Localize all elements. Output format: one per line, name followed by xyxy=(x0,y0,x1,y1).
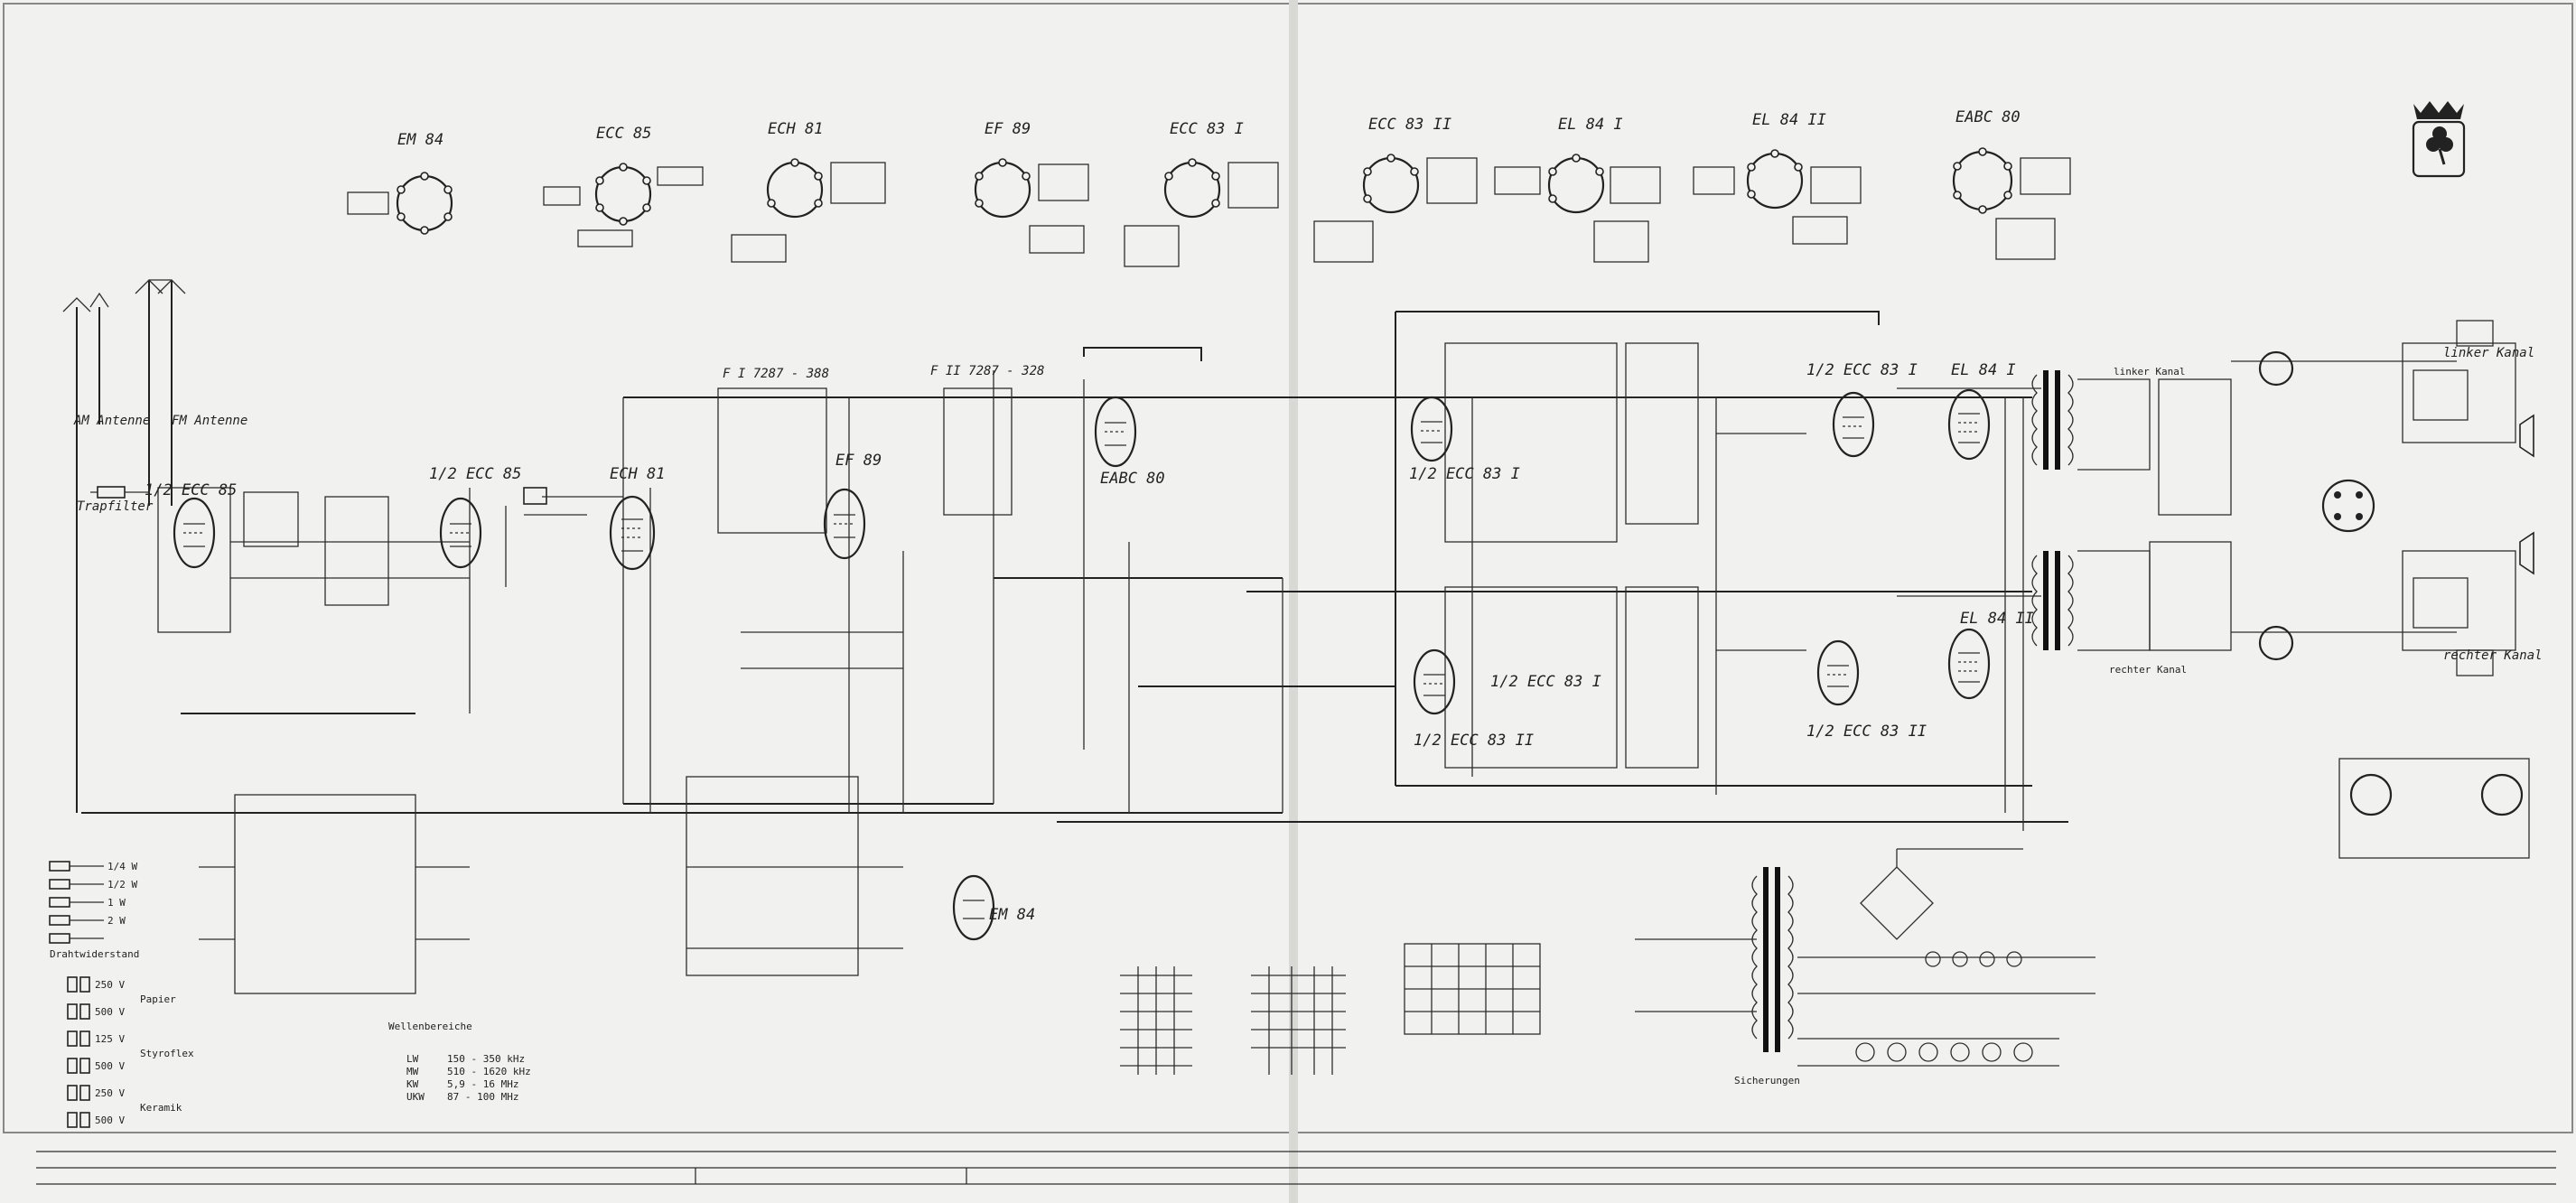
switch-table-3 xyxy=(1404,943,1541,1035)
tube-label-em84: EM 84 xyxy=(989,906,1035,924)
bottom-reference-strip xyxy=(36,1151,2556,1185)
tube-label-ecc83d: 1/2 ECC 83 II xyxy=(1806,723,1927,741)
socket-em84: EM 84 xyxy=(347,131,453,235)
svg-text:EABC 80: EABC 80 xyxy=(1955,108,2021,126)
svg-text:ECC 83 II: ECC 83 II xyxy=(1368,116,1451,134)
tube-label-ef89: EF 89 xyxy=(835,452,882,470)
svg-text:150 - 350 kHz: 150 - 350 kHz xyxy=(447,1053,525,1065)
component-legend: 1/4 W 1/2 W 1 W 2 W Drahtwiderstand 250 … xyxy=(49,861,194,1128)
tube-label-el84a: EL 84 I xyxy=(1951,361,2016,379)
legend-resistor-4: 2 W xyxy=(107,915,126,927)
legend-resistor-3: 1 W xyxy=(107,897,126,909)
pilot-lamps xyxy=(1855,951,2033,1062)
switch-table-2 xyxy=(1251,966,1346,1075)
trapfilter-label: Trapfilter xyxy=(77,499,154,514)
legend-resistor-2: 1/2 W xyxy=(107,879,137,891)
svg-text:500 V: 500 V xyxy=(95,1060,125,1072)
svg-text:EM 84: EM 84 xyxy=(397,131,443,149)
svg-text:EL 84 I: EL 84 I xyxy=(1558,116,1623,134)
tube-label-ech81: ECH 81 xyxy=(610,465,665,483)
svg-text:250 V: 250 V xyxy=(95,979,125,991)
filter1-label: F I 7287 - 388 xyxy=(723,367,829,381)
legend-drahtwiderstand: Drahtwiderstand xyxy=(50,948,139,960)
tube-label-ecc83c: 1/2 ECC 83 I xyxy=(1806,361,1918,379)
svg-text:MW: MW xyxy=(406,1066,419,1077)
svg-text:5,9 - 16 MHz: 5,9 - 16 MHz xyxy=(447,1078,518,1090)
filter2-label: F II 7287 - 328 xyxy=(930,364,1044,378)
legend-styroflex: Styroflex xyxy=(140,1048,194,1059)
fm-antenna-label: FM Antenne xyxy=(172,414,247,428)
socket-ecc83-2: ECC 83 II xyxy=(1313,116,1478,263)
socket-el84-1: EL 84 I xyxy=(1494,116,1661,263)
manufacturer-logo xyxy=(2412,101,2466,178)
schematic-labels: AM Antenne FM Antenne Trapfilter F I 728… xyxy=(73,346,2543,1103)
svg-text:LW: LW xyxy=(406,1053,419,1065)
tube-label-ecc83e: 1/2 ECC 83 I xyxy=(1490,673,1601,691)
svg-text:ECC 83 I: ECC 83 I xyxy=(1170,120,1244,138)
speaker-right-label: rechter Kanal xyxy=(2443,648,2543,663)
tube-label-ecc85: 1/2 ECC 85 xyxy=(145,481,237,499)
main-wiring xyxy=(62,279,2534,1075)
legend-papier: Papier xyxy=(140,993,176,1005)
svg-text:EL 84 II: EL 84 II xyxy=(1752,111,1826,129)
out-right-label: rechter Kanal xyxy=(2109,664,2187,676)
legend-keramik: Keramik xyxy=(140,1102,182,1114)
tube-label-el84b: EL 84 II xyxy=(1960,610,2034,628)
socket-diagram-row: EM 84 ECC 85 ECH 81 EF 89 xyxy=(347,108,2071,267)
svg-text:ECH 81: ECH 81 xyxy=(768,120,823,138)
tube-symbols xyxy=(173,388,1991,941)
svg-text:250 V: 250 V xyxy=(95,1087,125,1099)
am-antenna-label: AM Antenne xyxy=(73,414,150,428)
socket-eabc80: EABC 80 xyxy=(1952,108,2071,260)
switch-table-1 xyxy=(1120,966,1192,1075)
svg-text:ECC 85: ECC 85 xyxy=(596,125,651,143)
tube-label-ecc85b: 1/2 ECC 85 xyxy=(429,465,521,483)
socket-el84-2: EL 84 II xyxy=(1693,111,1862,245)
socket-ecc83-1: ECC 83 I xyxy=(1124,120,1279,267)
svg-text:KW: KW xyxy=(406,1078,419,1090)
svg-text:87 - 100 MHz: 87 - 100 MHz xyxy=(447,1091,518,1103)
svg-text:EF 89: EF 89 xyxy=(985,120,1031,138)
output-transformer-2 xyxy=(2031,551,2074,650)
tube-label-ecc83a: 1/2 ECC 83 I xyxy=(1409,465,1520,483)
out-left-label: linker Kanal xyxy=(2114,366,2185,378)
socket-ech81: ECH 81 xyxy=(731,120,886,263)
wave-range-table: Wellenbereiche LW 150 - 350 kHz MW 510 -… xyxy=(388,1021,531,1103)
svg-text:125 V: 125 V xyxy=(95,1033,125,1045)
svg-text:UKW: UKW xyxy=(406,1091,425,1103)
output-transformer-1 xyxy=(2031,370,2074,470)
svg-text:500 V: 500 V xyxy=(95,1114,125,1126)
svg-text:500 V: 500 V xyxy=(95,1006,125,1018)
legend-resistor-1: 1/4 W xyxy=(107,861,137,872)
socket-ecc85: ECC 85 xyxy=(543,125,704,247)
tube-label-eabc80: EABC 80 xyxy=(1100,470,1165,488)
socket-ef89: EF 89 xyxy=(974,120,1089,254)
speaker-left-label: linker Kanal xyxy=(2443,346,2534,360)
sicherungen-label: Sicherungen xyxy=(1734,1075,1800,1086)
svg-text:Wellenbereiche: Wellenbereiche xyxy=(388,1021,472,1032)
svg-text:510 - 1620 kHz: 510 - 1620 kHz xyxy=(447,1066,531,1077)
tube-label-ecc83b: 1/2 ECC 83 II xyxy=(1414,732,1534,750)
